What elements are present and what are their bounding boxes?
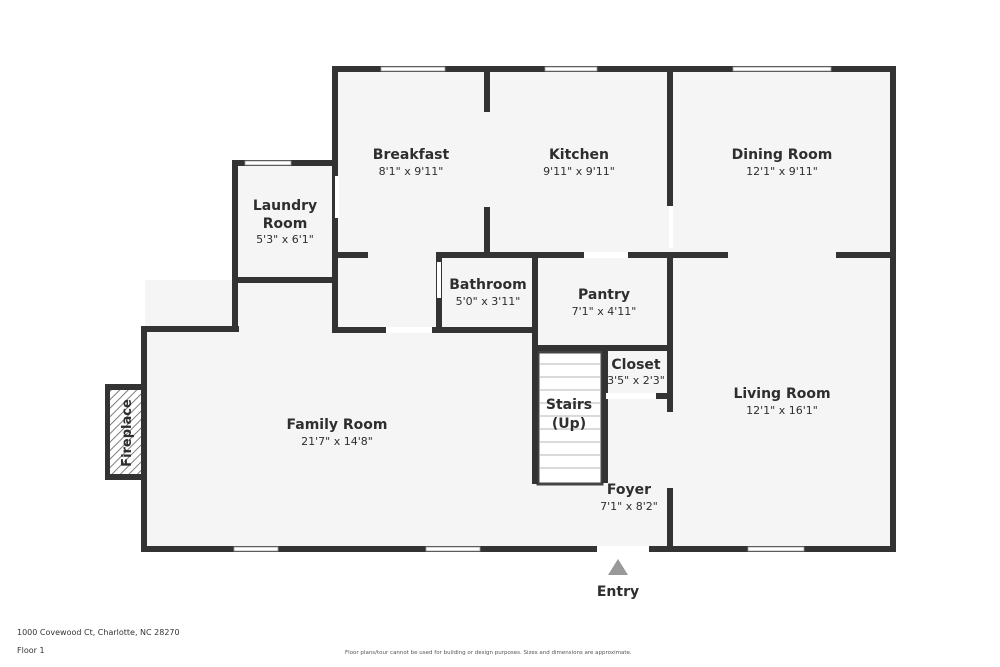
room-name-pantry: Pantry — [578, 287, 630, 303]
room-dims-family-room: 21'7" x 14'8" — [301, 435, 373, 448]
room-name-fireplace: Fireplace — [120, 399, 135, 467]
room-dims-bathroom: 5'0" x 3'11" — [456, 295, 521, 308]
windows — [233, 66, 832, 552]
room-dims-dining-room: 12'1" x 9'11" — [746, 165, 818, 178]
disclaimer-text: Floor plans/tour cannot be used for buil… — [345, 650, 632, 656]
room-labels: Breakfast 8'1" x 9'11" Kitchen 9'11" x 9… — [120, 147, 832, 600]
room-name-closet: Closet — [611, 357, 661, 373]
room-dims-laundry: 5'3" x 6'1" — [256, 233, 314, 246]
room-name-laundry-line1: Laundry — [253, 198, 317, 214]
stairs-treads — [536, 350, 604, 486]
room-name-foyer: Foyer — [607, 482, 651, 498]
room-name-laundry-line2: Room — [263, 216, 308, 232]
room-dims-breakfast: 8'1" x 9'11" — [379, 165, 444, 178]
floor-area — [145, 70, 893, 548]
floor-label: Floor 1 — [17, 646, 45, 655]
room-name-kitchen: Kitchen — [549, 147, 609, 163]
room-name-stairs-line1: Stairs — [546, 397, 592, 413]
room-dims-pantry: 7'1" x 4'11" — [572, 305, 637, 318]
room-dims-kitchen: 9'11" x 9'11" — [543, 165, 615, 178]
room-dims-living-room: 12'1" x 16'1" — [746, 404, 818, 417]
room-name-stairs-line2: (Up) — [552, 416, 586, 432]
room-name-breakfast: Breakfast — [373, 147, 450, 163]
room-name-family-room: Family Room — [287, 417, 388, 433]
room-dims-closet: 3'5" x 2'3" — [607, 374, 665, 387]
fireplace — [105, 384, 145, 480]
address-text: 1000 Covewood Ct, Charlotte, NC 28270 — [17, 628, 180, 637]
room-name-living-room: Living Room — [733, 386, 830, 402]
entry-arrow-icon — [608, 559, 628, 575]
door-openings — [335, 176, 673, 552]
entry-label: Entry — [597, 584, 639, 600]
room-dims-foyer: 7'1" x 8'2" — [600, 500, 658, 513]
room-name-dining-room: Dining Room — [732, 147, 833, 163]
room-name-bathroom: Bathroom — [449, 277, 527, 293]
